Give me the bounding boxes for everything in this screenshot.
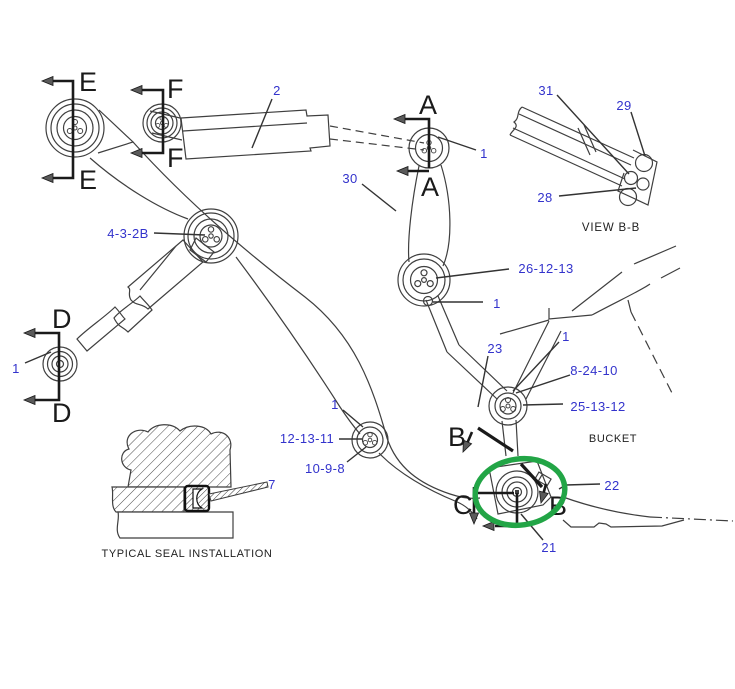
section-letter-d-bottom: D (52, 398, 72, 428)
section-arrow-d-bottom (23, 395, 36, 405)
callout-12-13-11[interactable]: 12-13-11 (280, 431, 334, 446)
section-letter-a-top: A (419, 90, 437, 120)
callout-25-13-12[interactable]: 25-13-12 (570, 399, 625, 414)
callout-30[interactable]: 30 (342, 171, 357, 186)
callout-1-d[interactable]: 1 (12, 361, 20, 376)
callout-8-24-10[interactable]: 8-24-10 (570, 363, 618, 378)
seal-housing-upper (121, 424, 232, 488)
callout-1-a[interactable]: 1 (480, 146, 488, 161)
caption-bucket: BUCKET (589, 433, 637, 445)
callout-2[interactable]: 2 (273, 83, 281, 98)
callout-22[interactable]: 22 (604, 478, 619, 493)
seal-housing-lower (111, 486, 185, 513)
callout-23[interactable]: 23 (487, 341, 502, 356)
callout-28[interactable]: 28 (537, 190, 552, 205)
section-letter-f-bottom: F (167, 143, 184, 173)
section-letter-c: C (453, 490, 473, 520)
section-letter-a-bottom: A (421, 172, 439, 202)
callout-4-3-2b[interactable]: 4-3-2B (107, 226, 148, 241)
section-arrow-e-bottom (41, 173, 54, 183)
pin-face-4-3-2b (201, 226, 221, 243)
section-letter-f-top: F (167, 74, 184, 104)
section-letter-b-upper: B (448, 422, 466, 452)
caption-seal: TYPICAL SEAL INSTALLATION (102, 548, 273, 560)
section-arrow-e-top (41, 76, 54, 86)
section-arrow-f-top (130, 85, 143, 95)
section-letter-e-top: E (79, 67, 97, 97)
callout-1-link[interactable]: 1 (562, 329, 570, 344)
captions: VIEW B-B BUCKET TYPICAL SEAL INSTALLATIO… (102, 222, 640, 560)
seal-lip (192, 488, 205, 509)
section-markers: E E F F A A D D B B C (23, 67, 567, 531)
bolt-22-part (534, 471, 552, 487)
callout-26-12-13[interactable]: 26-12-13 (518, 261, 573, 276)
callout-31[interactable]: 31 (538, 83, 553, 98)
callout-labels: 2 30 1 31 29 28 4-3-2B 26-12-13 1 23 1 8… (12, 83, 631, 555)
callout-21[interactable]: 21 (541, 540, 556, 555)
view-bb-inset (509, 94, 658, 207)
pin-face-e (66, 119, 84, 134)
callout-1-boom[interactable]: 1 (331, 397, 339, 412)
section-letter-d-top: D (52, 304, 72, 334)
callout-10-9-8[interactable]: 10-9-8 (305, 461, 345, 476)
section-arrow-d-top (23, 328, 36, 338)
seal-detail-inset (111, 424, 269, 539)
callout-1-ret[interactable]: 1 (493, 296, 501, 311)
section-arrow-f-bottom (130, 148, 143, 158)
pin-center (515, 490, 519, 494)
caption-view-bb: VIEW B-B (582, 222, 640, 234)
section-letter-e-bottom: E (79, 165, 97, 195)
callout-7[interactable]: 7 (268, 477, 276, 492)
highlight-circle (472, 455, 568, 529)
seal-shaft (116, 511, 234, 539)
callout-29[interactable]: 29 (616, 98, 631, 113)
pin-face-26 (414, 269, 434, 288)
section-arrow-a-bottom (396, 166, 409, 176)
seal-pointer-wedge (208, 481, 269, 502)
section-arrow-a-top (393, 114, 406, 124)
